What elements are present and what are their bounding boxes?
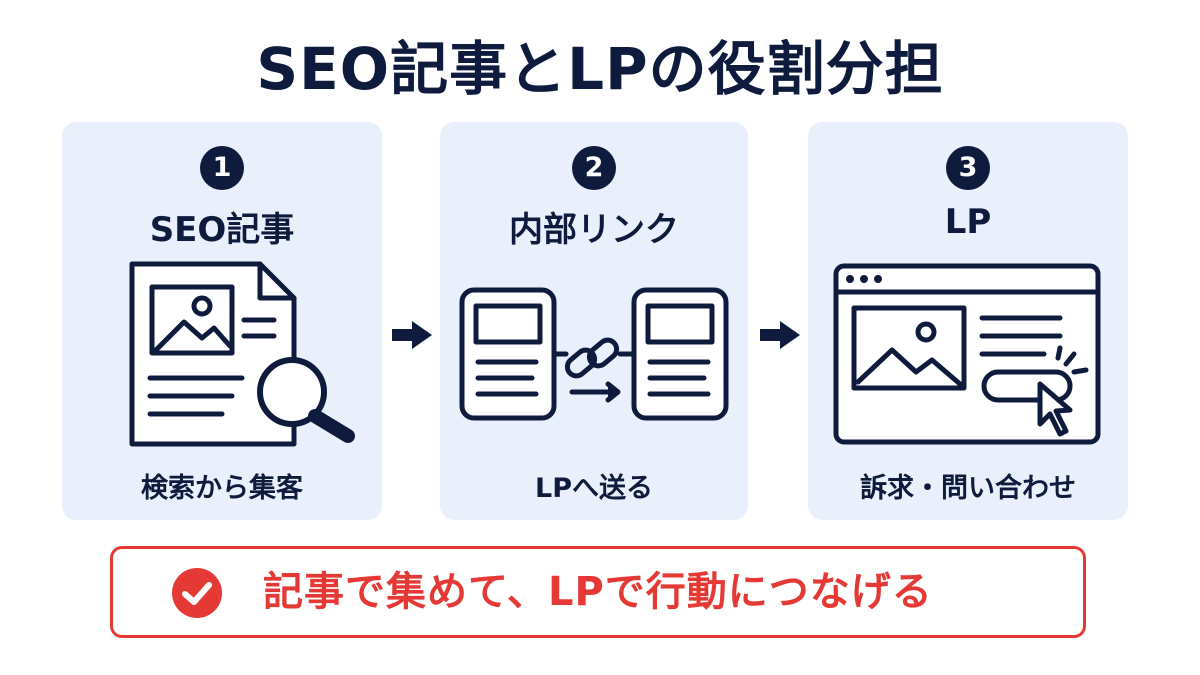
step-title: SEO記事 xyxy=(149,210,295,250)
step-caption: 訴求・問い合わせ xyxy=(860,473,1076,504)
summary-banner: 記事で集めて、LPで行動につなげる xyxy=(110,546,1086,638)
page-title: SEO記事とLPの役割分担 xyxy=(256,35,944,103)
summary-text: 記事で集めて、LPで行動につなげる xyxy=(263,569,933,615)
step-card-internal-link: 2 内部リンク LPへ送る xyxy=(440,122,748,520)
step-card-seo-article: 1 SEO記事 検索から集客 xyxy=(62,122,382,520)
step-number-badge: 3 xyxy=(946,146,990,190)
arrow-right-icon xyxy=(760,321,800,349)
linked-pages-icon xyxy=(459,287,729,421)
check-circle-icon xyxy=(172,568,222,618)
step-title: LP xyxy=(944,202,992,242)
step-title: 内部リンク xyxy=(509,210,679,250)
step-number-badge: 2 xyxy=(572,146,616,190)
document-search-icon xyxy=(129,261,355,447)
arrow-right-icon xyxy=(392,321,432,349)
landing-page-browser-icon xyxy=(833,263,1101,445)
step-number-badge: 1 xyxy=(200,146,244,190)
step-card-lp: 3 LP 訴求・問い合わせ xyxy=(808,122,1128,520)
step-caption: 検索から集客 xyxy=(141,473,303,504)
step-caption: LPへ送る xyxy=(535,473,653,504)
